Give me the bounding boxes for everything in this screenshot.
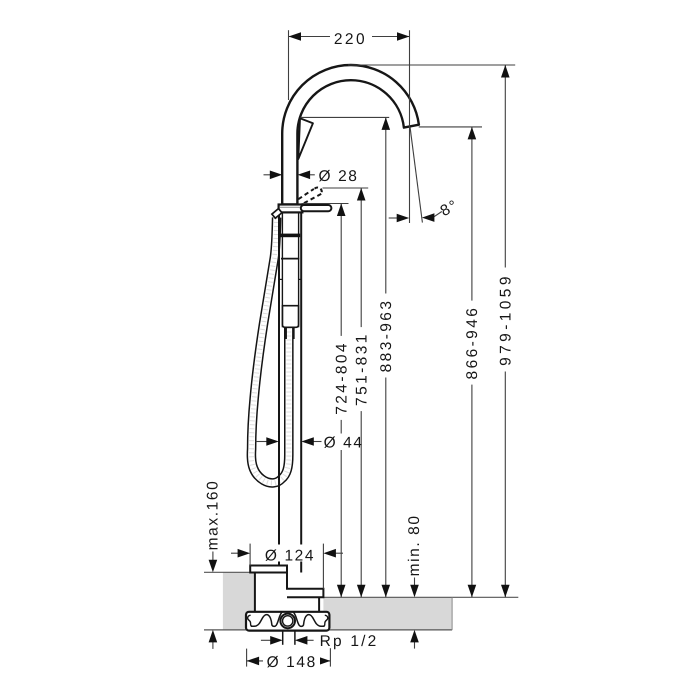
svg-text:979-1059: 979-1059	[498, 273, 515, 366]
svg-text:Rp 1/2: Rp 1/2	[320, 633, 379, 650]
svg-text:Ø 44: Ø 44	[324, 435, 364, 452]
svg-text:Ø 124: Ø 124	[265, 548, 315, 565]
svg-text:866-946: 866-946	[464, 306, 481, 380]
svg-text:883-963: 883-963	[378, 299, 395, 373]
svg-text:max.160: max.160	[205, 480, 222, 551]
svg-text:min. 80: min. 80	[406, 514, 423, 576]
svg-text:Ø 28: Ø 28	[319, 168, 359, 185]
svg-text:8°: 8°	[438, 197, 462, 220]
svg-text:751-831: 751-831	[354, 332, 371, 406]
svg-text:220: 220	[334, 31, 367, 48]
svg-text:724-804: 724-804	[334, 341, 351, 415]
svg-text:Ø 148: Ø 148	[267, 654, 317, 671]
